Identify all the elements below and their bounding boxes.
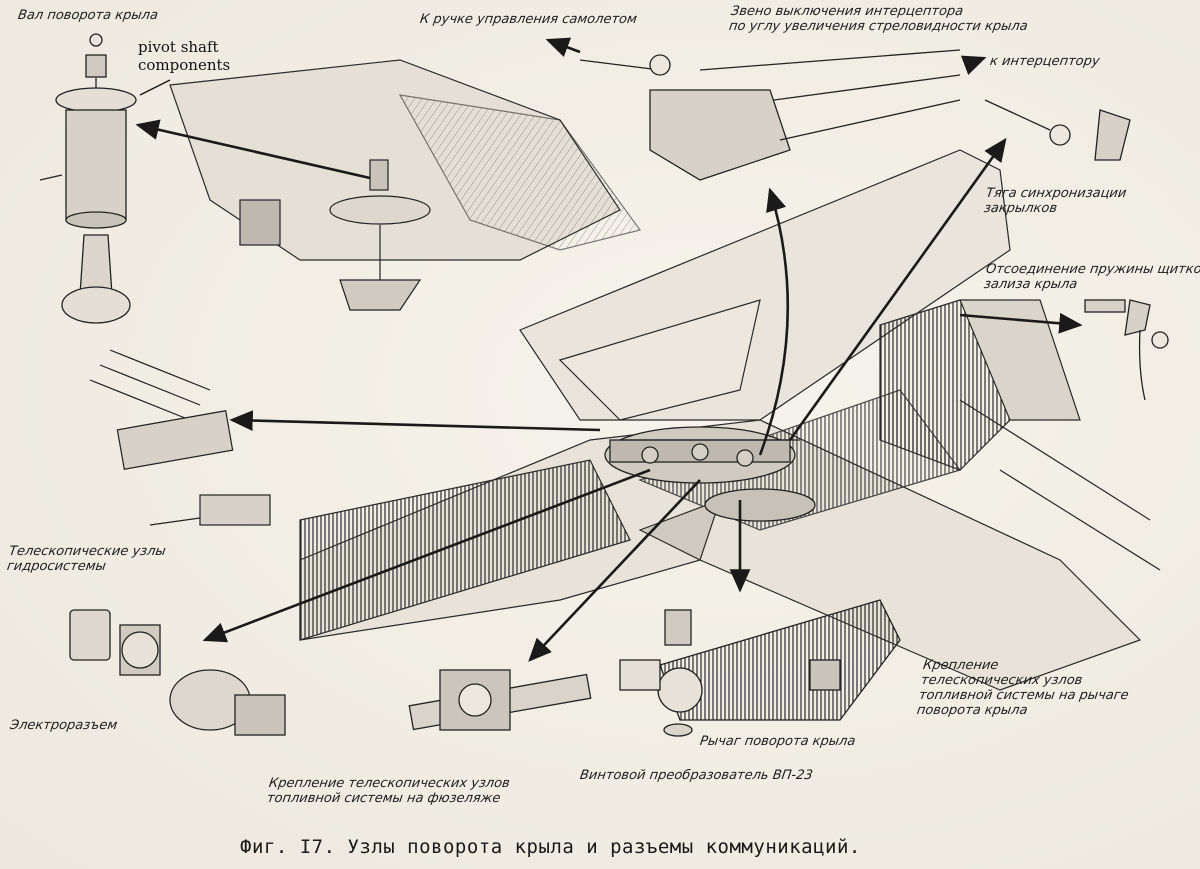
label-to-stick: К ручке управления самолетом <box>418 12 638 27</box>
label-hydraulic-units: Телескопические узлы гидросистемы <box>5 544 167 574</box>
wing-structure <box>169 59 1161 691</box>
flap-sync-rod <box>984 99 1131 161</box>
label-fuel-lever-mount: Крепление телескопических узлов топливно… <box>915 658 1130 718</box>
interceptor-link <box>579 49 961 181</box>
label-screw-actuator: Винтовой преобразователь ВП-23 <box>578 768 814 783</box>
pivot-shaft-exploded <box>39 33 137 324</box>
label-fuel-fuselage-mount: Крепление телескопических узлов топливно… <box>265 776 511 806</box>
figure-caption: Фиг. I7. Узлы поворота крыла и разъемы к… <box>240 836 861 858</box>
pivot-lever-assembly <box>619 599 901 737</box>
label-connector: Электроразъем <box>8 718 119 733</box>
hydraulic-units <box>89 349 271 526</box>
label-pivot-lever: Рычаг поворота крыла <box>698 734 857 749</box>
fuel-fuselage-mount <box>408 669 592 731</box>
label-pivot-note: pivot shaft components <box>138 38 231 74</box>
leader-arrows <box>135 37 1083 662</box>
label-flap-sync: Тяга синхронизации закрылков <box>982 186 1128 216</box>
pivot-mechanism <box>604 426 816 522</box>
spring-detach <box>1084 299 1169 401</box>
electrical-connector <box>69 609 286 736</box>
label-to-spoiler: к интерцептору <box>988 54 1101 69</box>
label-spring-detach: Отсоединение пружины щитков зализа крыла <box>982 262 1200 292</box>
label-interceptor-link: Звено выключения интерцептора по углу ув… <box>727 4 1029 34</box>
upper-pivot-assembly <box>239 159 431 311</box>
label-pivot-shaft: Вал поворота крыла <box>16 8 159 23</box>
